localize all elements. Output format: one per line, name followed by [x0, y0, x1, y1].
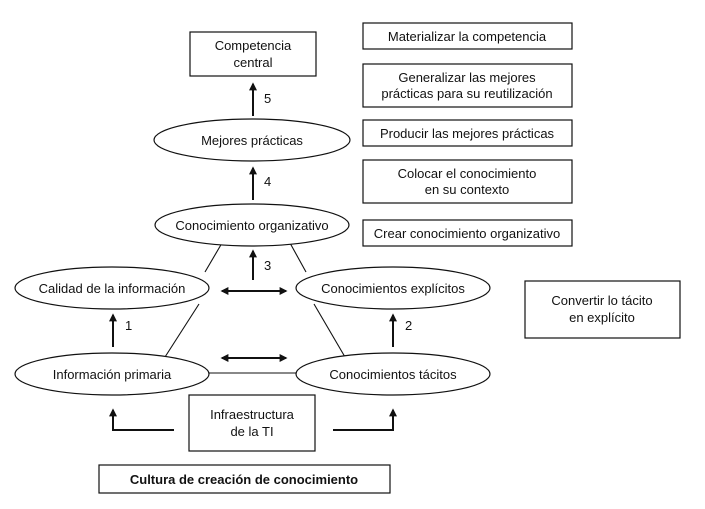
connector-lines [164, 242, 346, 374]
infraestructura-ti-box: Infraestructura de la TI [188, 394, 316, 452]
link-calidad-primaria [164, 303, 200, 358]
link-organizativo-explicitos [289, 242, 307, 273]
informacion-primaria-ellipse: Información primaria [14, 352, 210, 396]
cultura-box: Cultura de creación de conocimiento [98, 464, 391, 494]
side-label-materializar: Materializar la competencia [388, 29, 547, 44]
mejores-practicas-label: Mejores prácticas [201, 133, 303, 148]
conocimientos-explicitos-label: Conocimientos explícitos [321, 281, 465, 296]
elbow-arrow-right [333, 408, 397, 431]
elbow-arrow-left [109, 408, 174, 431]
cultura-label: Cultura de creación de conocimiento [130, 472, 358, 487]
side-box-convertir: Convertir lo tácito en explícito [524, 280, 681, 339]
step-number-2: 2 [405, 318, 412, 333]
competencia-central-box: Competencia central [189, 31, 317, 77]
side-label-convertir-line1: Convertir lo tácito [551, 293, 652, 308]
double-arrows [220, 287, 288, 362]
competencia-central-line1: Competencia [215, 38, 292, 53]
conocimientos-tacitos-label: Conocimientos tácitos [329, 367, 457, 382]
informacion-primaria-label: Información primaria [53, 367, 172, 382]
competencia-central-line2: central [233, 55, 272, 70]
side-label-colocar-line2: en su contexto [425, 182, 510, 197]
elbow-arrows [109, 408, 397, 431]
step-number-1: 1 [125, 318, 132, 333]
side-box-colocar: Colocar el conocimiento en su contexto [362, 159, 573, 204]
infraestructura-line2: de la TI [230, 424, 273, 439]
step-number-4: 4 [264, 174, 271, 189]
conocimiento-organizativo-label: Conocimiento organizativo [175, 218, 328, 233]
step-number-3: 3 [264, 258, 271, 273]
mejores-practicas-ellipse: Mejores prácticas [153, 118, 351, 162]
side-label-generalizar-line2: prácticas para su reutilización [381, 86, 552, 101]
side-label-producir: Producir las mejores prácticas [380, 126, 555, 141]
conocimientos-tacitos-ellipse: Conocimientos tácitos [295, 352, 491, 396]
side-label-convertir-line2: en explícito [569, 310, 635, 325]
side-label-crear: Crear conocimiento organizativo [374, 226, 560, 241]
link-organizativo-calidad [204, 242, 223, 273]
side-box-crear: Crear conocimiento organizativo [362, 219, 573, 247]
side-box-generalizar: Generalizar las mejores prácticas para s… [362, 63, 573, 108]
calidad-informacion-ellipse: Calidad de la información [14, 266, 210, 310]
side-box-producir: Producir las mejores prácticas [362, 119, 573, 147]
conocimiento-organizativo-ellipse: Conocimiento organizativo [154, 203, 350, 247]
link-explicitos-tacitos [313, 303, 346, 358]
calidad-informacion-label: Calidad de la información [39, 281, 186, 296]
side-box-materializar: Materializar la competencia [362, 22, 573, 50]
side-label-colocar-line1: Colocar el conocimiento [398, 166, 537, 181]
conocimientos-explicitos-ellipse: Conocimientos explícitos [295, 266, 491, 310]
step-number-5: 5 [264, 91, 271, 106]
side-label-generalizar-line1: Generalizar las mejores [398, 70, 536, 85]
step-arrows: 5 4 3 1 2 [109, 82, 412, 347]
infraestructura-line1: Infraestructura [210, 407, 295, 422]
